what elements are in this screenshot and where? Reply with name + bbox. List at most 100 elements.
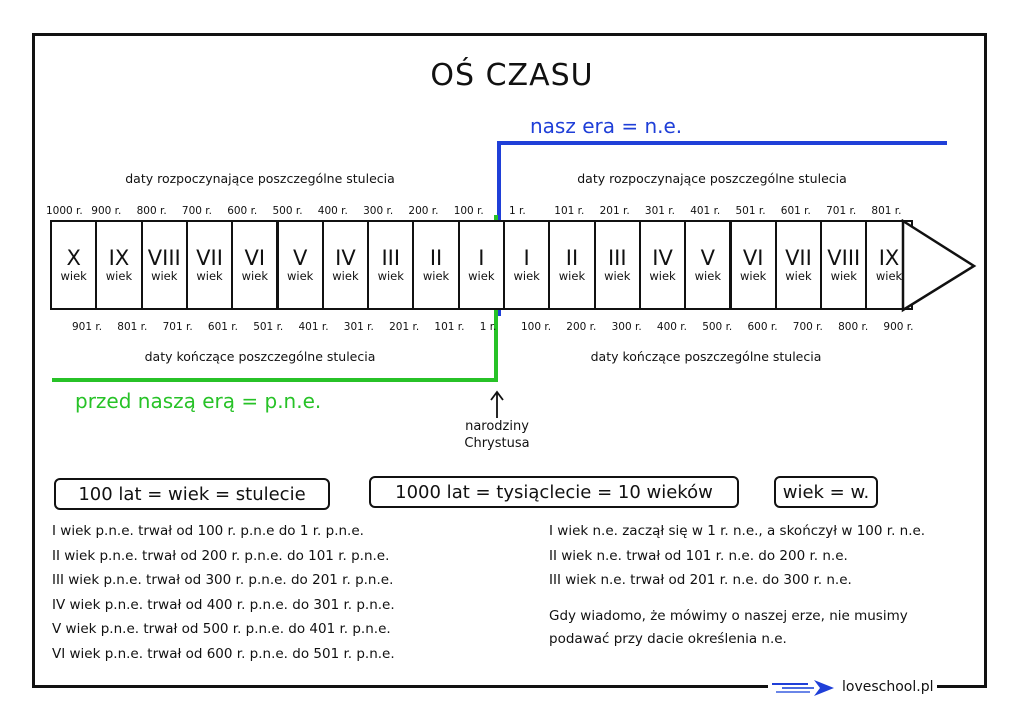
year-start-label: 300 r.	[363, 205, 394, 217]
century-numeral: IX	[878, 246, 900, 270]
century-word: wiek	[377, 269, 404, 283]
page-title: OŚ CZASU	[430, 58, 594, 93]
note-extra-line1: Gdy wiadomo, że mówimy o naszej erze, ni…	[549, 608, 908, 624]
year-start-label: 800 r.	[136, 205, 167, 217]
century-numeral: II	[565, 246, 579, 270]
century-numeral: IV	[335, 246, 356, 270]
year-start-label: 500 r.	[272, 205, 303, 217]
century-word: wiek	[468, 269, 495, 283]
caption-start-ad: daty rozpoczynające poszczególne stuleci…	[577, 171, 847, 186]
century-numeral: V	[700, 246, 716, 270]
century-numeral: VI	[742, 246, 764, 270]
birth-label-line2: Chrystusa	[464, 436, 530, 451]
century-numeral: III	[607, 246, 627, 270]
century-word: wiek	[105, 269, 133, 283]
century-word: wiek	[286, 269, 314, 283]
century-word: wiek	[241, 269, 268, 283]
millennium-definition-box: 1000 lat = tysiąclecie = 10 wieków	[369, 476, 739, 508]
year-start-label: 200 r.	[408, 205, 439, 217]
caption-end-bc: daty kończące poszczególne stulecia	[144, 349, 376, 364]
century-numeral: VIII	[827, 246, 861, 270]
footer-brand: loveschool.pl	[838, 679, 938, 695]
year-end-label: 701 r.	[162, 321, 193, 333]
pne-era-line-horizontal	[52, 378, 498, 382]
year-end-label: 601 r.	[207, 321, 238, 333]
year-end-label: 400 r.	[656, 321, 687, 333]
note-ad-line: III wiek n.e. trwał od 201 r. n.e. do 30…	[549, 572, 852, 588]
note-bc-line: II wiek p.n.e. trwał od 200 r. p.n.e. do…	[52, 547, 390, 564]
century-numeral: VII	[196, 246, 223, 270]
note-extra-line2: podawać przy dacie określenia n.e.	[549, 631, 787, 647]
century-numeral: I	[478, 246, 485, 270]
century-word: wiek	[422, 269, 450, 283]
century-numeral: IX	[108, 246, 130, 270]
year-end-label: 800 r.	[838, 321, 869, 333]
caption-end-ad: daty kończące poszczególne stulecia	[590, 349, 822, 364]
year-end-label: 301 r.	[343, 321, 374, 333]
year-start-label: 501 r.	[735, 205, 766, 217]
century-word: wiek	[151, 269, 178, 283]
century-word: wiek	[694, 269, 721, 283]
year-start-label: 700 r.	[181, 205, 212, 217]
up-arrow-icon	[490, 390, 504, 418]
year-end-label: 600 r.	[747, 321, 778, 333]
century-word: wiek	[60, 269, 87, 283]
loveschool-logo-icon	[768, 678, 838, 698]
year-end-label: 700 r.	[792, 321, 823, 333]
year-end-label: 900 r.	[883, 321, 914, 333]
birth-label-line1: narodziny	[465, 419, 529, 434]
year-end-label: 200 r.	[566, 321, 597, 333]
note-bc-line: V wiek p.n.e. trwał od 500 r. p.n.e. do …	[52, 621, 391, 637]
birth-of-christ-label: narodziny Chrystusa	[449, 418, 545, 452]
century-word: wiek	[513, 269, 540, 283]
abbreviation-box: wiek = w.	[774, 476, 878, 508]
century-numeral: X	[66, 246, 81, 270]
year-start-label: 301 r.	[644, 205, 675, 217]
century-word: wiek	[739, 269, 767, 283]
ne-era-label: nasz era = n.e.	[530, 114, 683, 138]
century-numeral: IV	[652, 246, 673, 270]
note-ad-line: II wiek n.e. trwał od 101 r. n.e. do 200…	[549, 547, 848, 564]
year-start-label: 401 r.	[690, 205, 721, 217]
year-end-label: 801 r.	[117, 321, 148, 333]
year-end-label: 401 r.	[298, 321, 329, 333]
century-numeral: I	[523, 246, 530, 270]
century-word: wiek	[875, 269, 903, 283]
century-numeral: III	[381, 246, 401, 270]
ne-era-line-horizontal	[497, 141, 947, 145]
year-start-label: 1000 r.	[46, 205, 83, 217]
year-start-label: 100 r.	[453, 205, 484, 217]
year-end-label: 501 r.	[253, 321, 284, 333]
century-word: wiek	[830, 269, 857, 283]
year-end-label: 201 r.	[389, 321, 420, 333]
year-start-label: 701 r.	[826, 205, 857, 217]
century-numeral: V	[292, 246, 308, 270]
year-end-label: 101 r.	[434, 321, 465, 333]
note-ad-line: I wiek n.e. zaczął się w 1 r. n.e., a sk…	[549, 523, 926, 539]
year-start-label: 101 r.	[554, 205, 585, 217]
year-start-label: 400 r.	[317, 205, 348, 217]
year-end-label: 500 r.	[702, 321, 733, 333]
year-start-label: 1 r.	[509, 205, 526, 217]
century-numeral: VIII	[147, 246, 181, 270]
year-end-label: 901 r.	[72, 321, 103, 333]
century-word: wiek	[196, 269, 223, 283]
year-start-label: 601 r.	[780, 205, 811, 217]
pne-era-label: przed naszą erą = p.n.e.	[75, 389, 322, 413]
